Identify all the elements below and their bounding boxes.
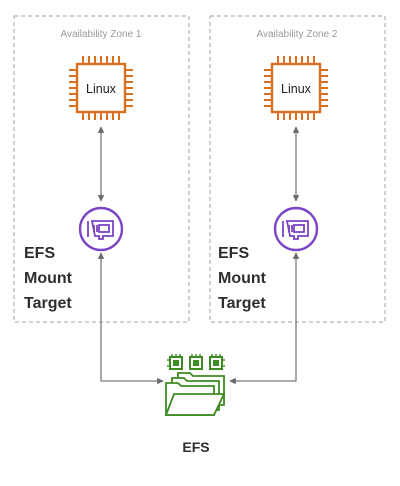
efs-mount-target-icon (273, 206, 319, 252)
mount-target-zone-2: EFS Mount Target (218, 206, 319, 312)
mount-target-1-line-2: Mount (24, 270, 73, 287)
mount-target-2-line-1: EFS (218, 245, 249, 262)
mount-target-2-line-3: Target (218, 295, 266, 312)
efs-mount-target-icon (78, 206, 124, 252)
efs-file-system-icon (164, 354, 226, 416)
ec2-instance-zone-1: Linux (67, 54, 135, 122)
instance-1-label: Linux (86, 82, 117, 96)
connector-mount-target-2-efs (229, 252, 300, 385)
ec2-instance-zone-2: Linux (262, 54, 330, 122)
mount-target-1-line-1: EFS (24, 245, 55, 262)
zone-2-label: Availability Zone 2 (257, 29, 338, 40)
efs-label: EFS (182, 439, 209, 455)
connector-mount-target-1-efs (97, 252, 164, 385)
instance-2-label: Linux (281, 82, 312, 96)
mount-target-zone-1: EFS Mount Target (24, 206, 124, 312)
mount-target-2-line-2: Mount (218, 270, 267, 287)
mount-target-1-line-3: Target (24, 295, 72, 312)
zone-1-label: Availability Zone 1 (61, 29, 142, 40)
